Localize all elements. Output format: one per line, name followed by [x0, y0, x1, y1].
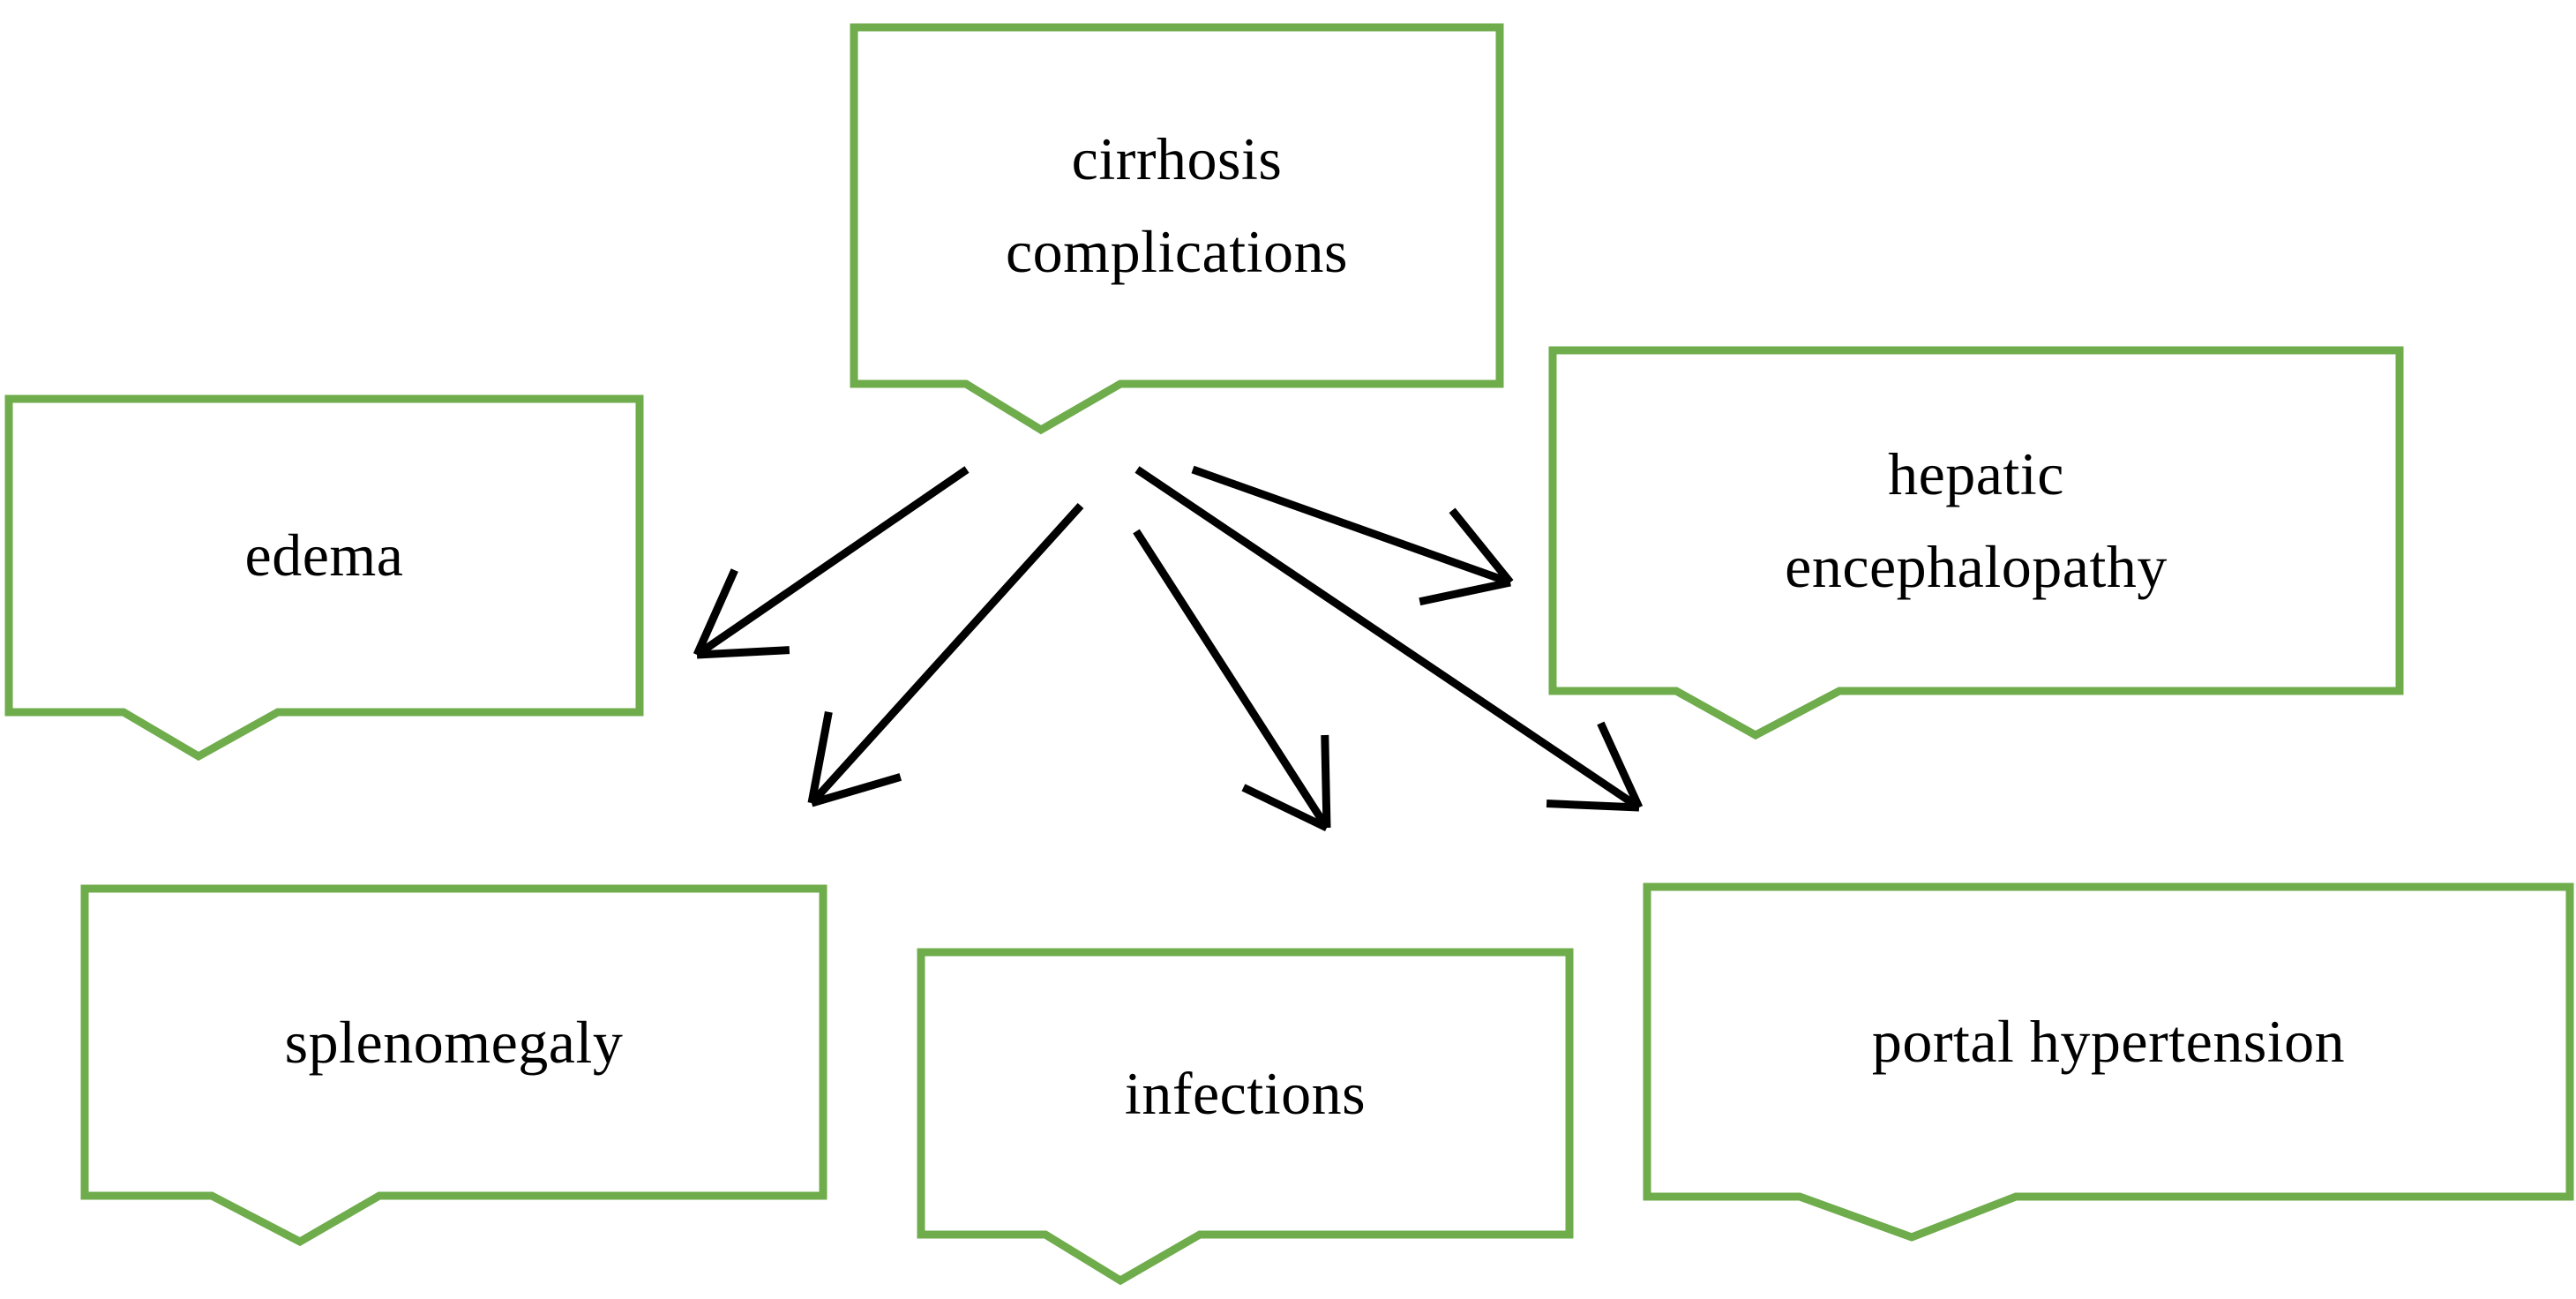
- node-box-root[interactable]: [850, 23, 1504, 435]
- arrow-head-barb-1: [1419, 578, 1511, 606]
- node-box-splenomegaly[interactable]: [80, 884, 827, 1247]
- arrow-head-barb-1: [1546, 800, 1640, 812]
- node-box-infections[interactable]: [917, 948, 1574, 1286]
- edge-arrow-group: [693, 465, 1644, 832]
- node-box-hepatic-encephalopathy[interactable]: [1548, 346, 2404, 740]
- arrow-shaft: [1191, 465, 1512, 587]
- arrow-head-barb-2: [810, 773, 902, 807]
- arrow-shaft: [694, 466, 970, 658]
- arrow-root-to-splenomegaly: [807, 502, 1084, 807]
- arrow-shaft: [1133, 529, 1330, 830]
- arrow-root-to-portal-hypertension: [1134, 466, 1644, 812]
- arrow-root-to-hepatic-encephalopathy: [1191, 465, 1514, 606]
- arrow-head-barb-1: [1241, 784, 1329, 832]
- arrow-shaft: [808, 502, 1084, 807]
- arrow-shaft: [1134, 466, 1642, 811]
- arrow-head-barb-2: [696, 646, 790, 659]
- node-box-edema[interactable]: [4, 394, 644, 762]
- arrow-root-to-infections: [1133, 529, 1331, 832]
- arrow-root-to-edema: [693, 466, 970, 659]
- arrow-head-barb-1: [807, 710, 833, 804]
- node-box-portal-hypertension[interactable]: [1643, 882, 2574, 1242]
- node-shape-group: [4, 23, 2574, 1286]
- arrow-head-barb-2: [1449, 507, 1514, 585]
- arrow-head-barb-2: [1321, 734, 1331, 829]
- arrow-head-barb-2: [1597, 721, 1644, 809]
- arrow-head-barb-1: [693, 568, 738, 657]
